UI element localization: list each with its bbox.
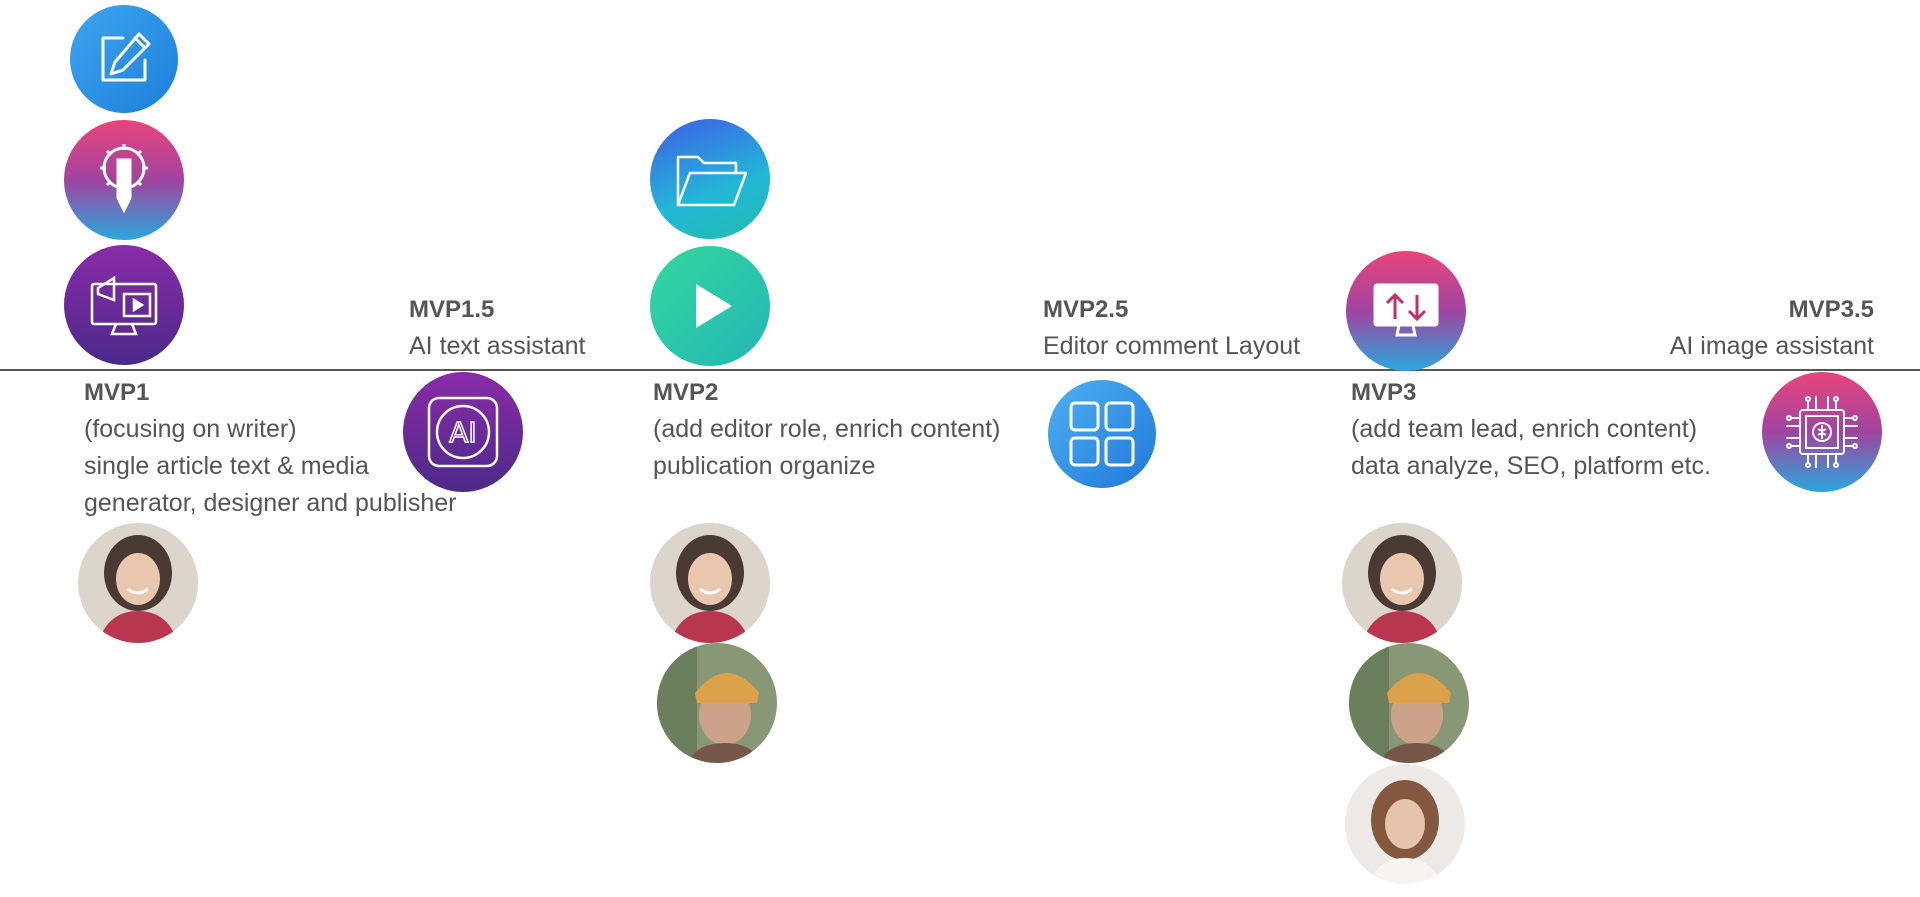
ai-icon: AI [403, 372, 523, 492]
avatar-writer [650, 523, 770, 643]
grid-icon [1048, 380, 1156, 488]
mvp3-5-desc: AI image assistant [1669, 332, 1874, 360]
mvp3-5-title: MVP3.5 [1788, 296, 1874, 323]
folder-icon [650, 119, 770, 239]
mvp2-title: MVP2 [653, 379, 719, 406]
mvp3-title: MVP3 [1351, 379, 1417, 406]
timeline-axis [0, 369, 1920, 371]
mvp3-line-1: (add team lead, enrich content) [1351, 415, 1698, 443]
mvp2-5-desc: Editor comment Layout [1043, 332, 1301, 360]
mvp1-title: MVP1 [84, 379, 150, 406]
transfer-monitor-icon [1346, 251, 1466, 371]
media-monitor-icon [64, 245, 184, 365]
svg-text:AI: AI [449, 416, 476, 449]
avatar-team-lead [1345, 764, 1465, 884]
avatar-writer [78, 523, 198, 643]
pen-gear-icon [64, 120, 184, 240]
mvp1-line-1: (focusing on writer) [84, 415, 297, 443]
avatar-editor [1349, 643, 1469, 763]
edit-icon [70, 5, 178, 113]
mvp2-5-title: MVP2.5 [1043, 296, 1129, 323]
mvp1-line-2: single article text & media [84, 452, 369, 480]
avatar-writer [1342, 523, 1462, 643]
mvp1-line-3: generator, designer and publisher [84, 489, 457, 517]
mvp2-line-1: (add editor role, enrich content) [653, 415, 1001, 443]
avatar-editor [657, 643, 777, 763]
ai-chip-icon [1762, 372, 1882, 492]
mvp2-line-2: publication organize [653, 452, 876, 480]
mvp1-5-title: MVP1.5 [409, 296, 495, 323]
mvp3-line-2: data analyze, SEO, platform etc. [1351, 452, 1711, 480]
mvp1-5-desc: AI text assistant [409, 332, 586, 360]
play-icon [650, 246, 770, 366]
